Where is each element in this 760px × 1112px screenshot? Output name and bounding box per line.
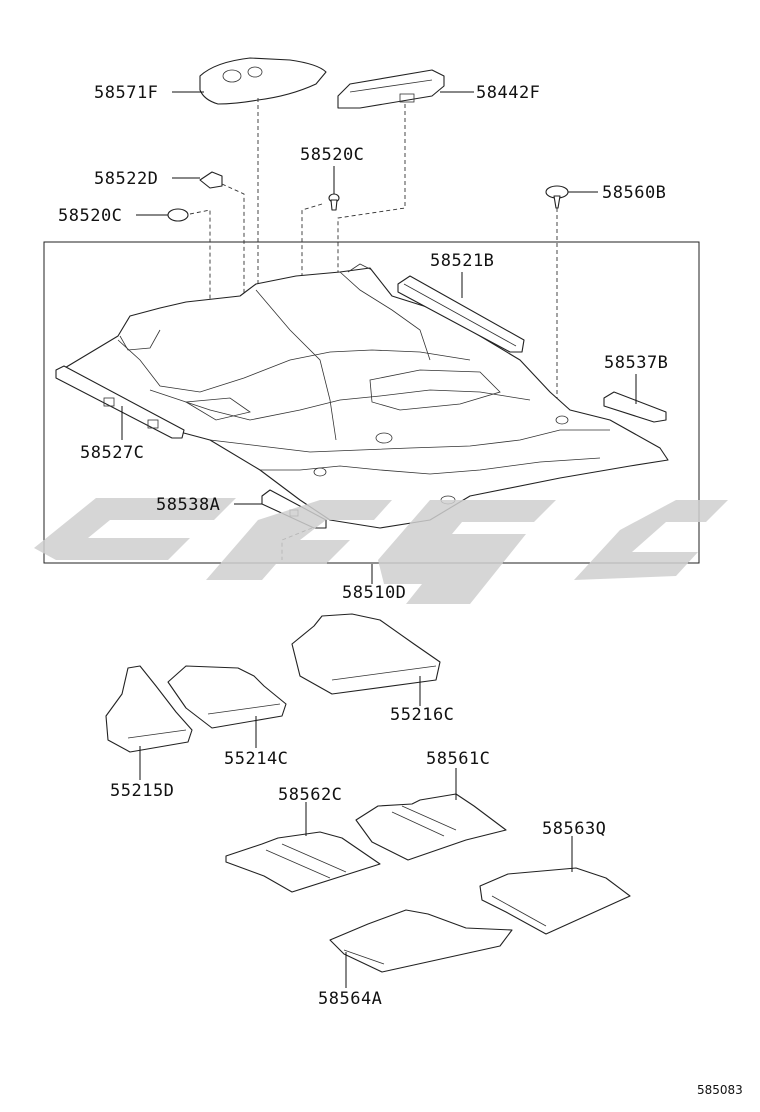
part-58560B-shape[interactable] bbox=[545, 185, 569, 209]
diagram-reference-code: 585083 bbox=[697, 1083, 743, 1097]
guide-58520C-left bbox=[189, 209, 211, 320]
label-58522D[interactable]: 58522D bbox=[94, 169, 158, 189]
watermark-logo bbox=[34, 498, 728, 604]
part-58527C-shape[interactable] bbox=[55, 365, 185, 439]
leader-lines bbox=[121, 91, 637, 988]
label-55215D[interactable]: 55215D bbox=[110, 781, 174, 801]
part-58537B-shape[interactable] bbox=[603, 391, 667, 423]
label-58537B[interactable]: 58537B bbox=[604, 353, 668, 373]
guide-58520C-top bbox=[301, 203, 323, 300]
label-58527C[interactable]: 58527C bbox=[80, 443, 144, 463]
label-55214C[interactable]: 55214C bbox=[224, 749, 288, 769]
label-58560B[interactable]: 58560B bbox=[602, 183, 666, 203]
part-58562C-shape[interactable] bbox=[225, 831, 381, 893]
label-55216C[interactable]: 55216C bbox=[390, 705, 454, 725]
label-58538A[interactable]: 58538A bbox=[156, 495, 220, 515]
part-58564A-shape[interactable] bbox=[329, 909, 513, 973]
part-58571F-shape[interactable] bbox=[199, 57, 327, 105]
label-58520C-left[interactable]: 58520C bbox=[58, 206, 122, 226]
part-58522D-shape[interactable] bbox=[199, 171, 223, 189]
label-58520C-top[interactable]: 58520C bbox=[300, 145, 364, 165]
label-58563Q[interactable]: 58563Q bbox=[542, 819, 606, 839]
part-58520C-left-shape[interactable] bbox=[167, 208, 189, 222]
part-55214C-shape[interactable] bbox=[167, 665, 287, 729]
label-58571F[interactable]: 58571F bbox=[94, 83, 158, 103]
label-58442F[interactable]: 58442F bbox=[476, 83, 540, 103]
label-58561C[interactable]: 58561C bbox=[426, 749, 490, 769]
part-58510D-shape[interactable] bbox=[57, 263, 669, 529]
label-58510D[interactable]: 58510D bbox=[342, 583, 406, 603]
part-58521B-shape[interactable] bbox=[397, 275, 525, 353]
label-58521B[interactable]: 58521B bbox=[430, 251, 494, 271]
part-58442F-shape[interactable] bbox=[337, 69, 445, 109]
assembly-frame bbox=[43, 241, 700, 564]
label-58562C[interactable]: 58562C bbox=[278, 785, 342, 805]
part-55216C-shape[interactable] bbox=[291, 613, 441, 695]
part-58561C-shape[interactable] bbox=[355, 793, 507, 861]
part-58563Q-shape[interactable] bbox=[479, 867, 631, 935]
part-55215D-shape[interactable] bbox=[105, 665, 193, 753]
part-58520C-top-shape[interactable] bbox=[328, 193, 340, 211]
label-58564A[interactable]: 58564A bbox=[318, 989, 382, 1009]
